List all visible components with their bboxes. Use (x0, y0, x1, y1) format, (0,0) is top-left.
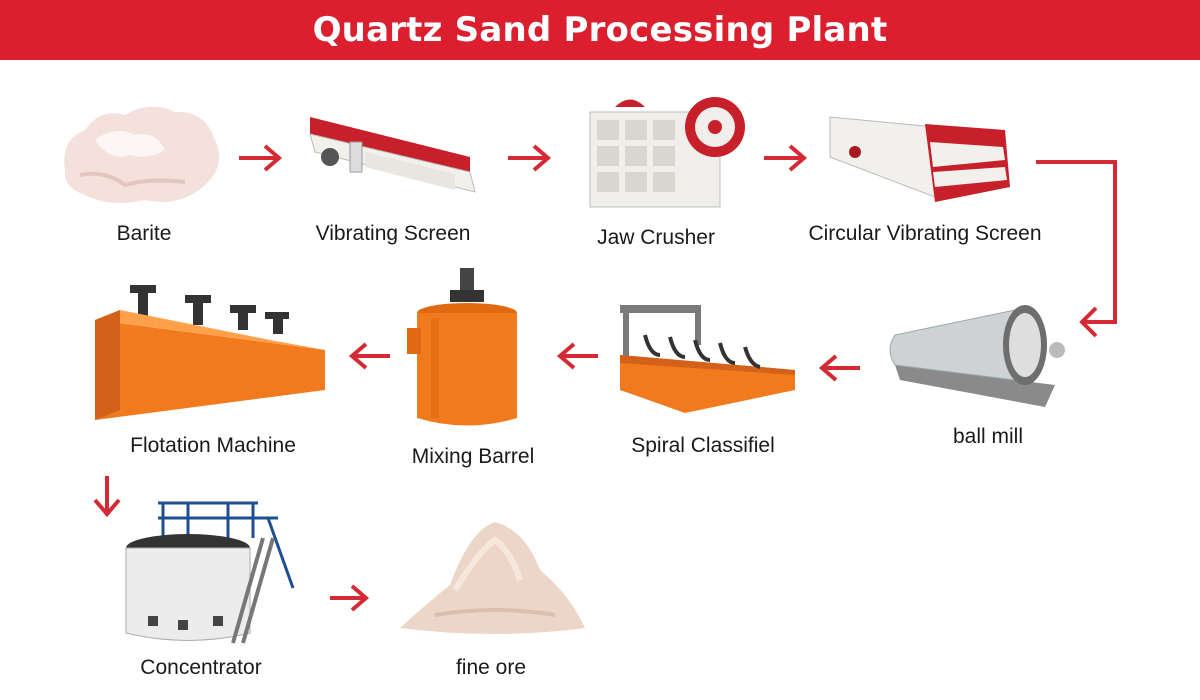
spiral-classifier-icon (615, 295, 800, 415)
fine-ore-pile-icon (395, 510, 590, 640)
step-label-ball-mill: ball mill (952, 425, 1024, 448)
arrow-left-1 (818, 354, 860, 382)
step-label-jaw-crusher: Jaw Crusher (597, 226, 715, 249)
page-title: Quartz Sand Processing Plant (312, 10, 888, 50)
step-label-fine-ore: fine ore (455, 656, 527, 679)
vibrating-screen-icon (305, 112, 480, 202)
arrow-left-3 (348, 342, 390, 370)
arrow-right-3 (762, 144, 806, 172)
circular-vibrating-screen-icon (825, 112, 1015, 207)
flotation-machine-icon (90, 280, 335, 425)
step-label-spiral-classifier: Spiral Classifiel (631, 434, 775, 457)
step-label-mixing-barrel: Mixing Barrel (411, 445, 535, 468)
arrow-right-1 (237, 144, 281, 172)
arrow-down (93, 476, 121, 518)
step-label-concentrator: Concentrator (140, 656, 262, 679)
concentrator-icon (118, 498, 308, 648)
arrow-right-2 (506, 144, 550, 172)
barite-rock-icon (55, 100, 225, 210)
step-label-flotation-machine: Flotation Machine (130, 434, 296, 457)
step-label-barite: Barite (116, 222, 172, 245)
mixing-barrel-icon (405, 268, 530, 433)
ball-mill-icon (885, 295, 1070, 410)
jaw-crusher-icon (585, 82, 745, 212)
arrow-right-4 (330, 584, 370, 612)
arrow-left-2 (556, 342, 598, 370)
title-banner: Quartz Sand Processing Plant (0, 0, 1200, 60)
step-label-circular-vibrating-screen: Circular Vibrating Screen (808, 222, 1042, 245)
step-label-vibrating-screen: Vibrating Screen (315, 222, 471, 245)
